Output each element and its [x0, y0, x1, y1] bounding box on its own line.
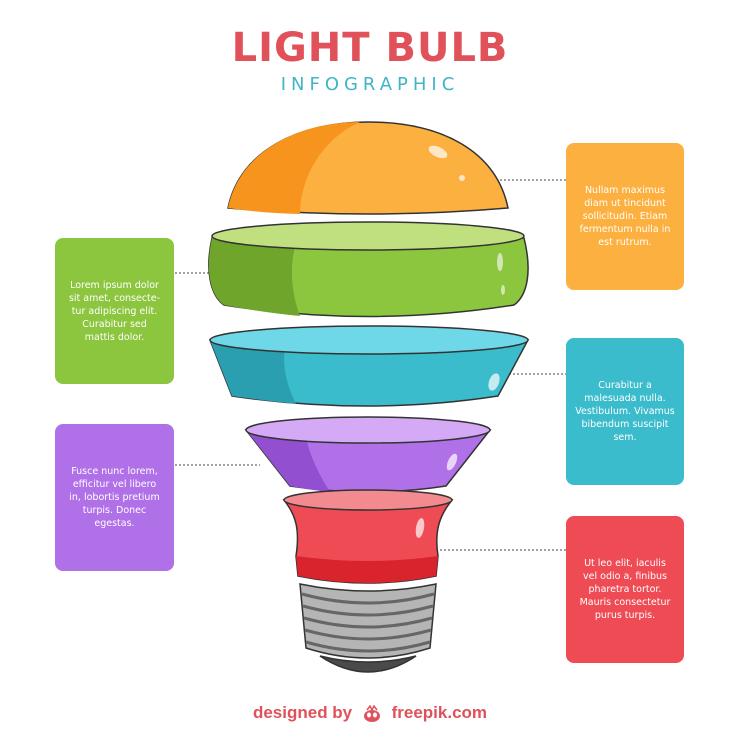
page-subtitle: INFOGRAPHIC — [280, 74, 460, 95]
bulb-segment-purple — [244, 416, 492, 493]
info-box-green-text: Lorem ipsum dolor sit amet, consecte- tu… — [68, 279, 161, 343]
info-box-orange-text: Nullam maximus diam ut tincidunt sollici… — [579, 185, 671, 248]
bulb-segment-cyan — [208, 325, 530, 407]
info-box-orange: Nullam maximus diam ut tincidunt sollici… — [566, 143, 684, 290]
bulb-segment-red — [282, 489, 454, 584]
footer-credit: designed by freepik.com — [0, 702, 740, 724]
bulb-base — [299, 583, 437, 673]
bulb-segment-green — [208, 221, 529, 318]
info-box-cyan: Curabitur a malesuada nulla. Vestibulum.… — [566, 338, 684, 485]
footer-prefix: designed by — [252, 703, 353, 722]
info-box-red: Ut leo elit, iaculis vel odio a, finibus… — [566, 516, 684, 663]
info-box-cyan-text: Curabitur a malesuada nulla. Vestibulum.… — [575, 380, 675, 443]
info-box-purple: Fusce nunc lorem, efficitur vel libero i… — [55, 424, 174, 571]
page-title: LIGHT BULB — [231, 25, 509, 71]
info-box-green: Lorem ipsum dolor sit amet, consecte- tu… — [55, 238, 174, 384]
freepik-logo-icon — [363, 704, 380, 722]
footer-brand: freepik.com — [391, 703, 488, 722]
bulb-segment-orange — [227, 121, 509, 215]
info-box-red-text: Ut leo elit, iaculis vel odio a, finibus… — [579, 558, 671, 621]
info-box-purple-text: Fusce nunc lorem, efficitur vel libero i… — [69, 466, 160, 529]
